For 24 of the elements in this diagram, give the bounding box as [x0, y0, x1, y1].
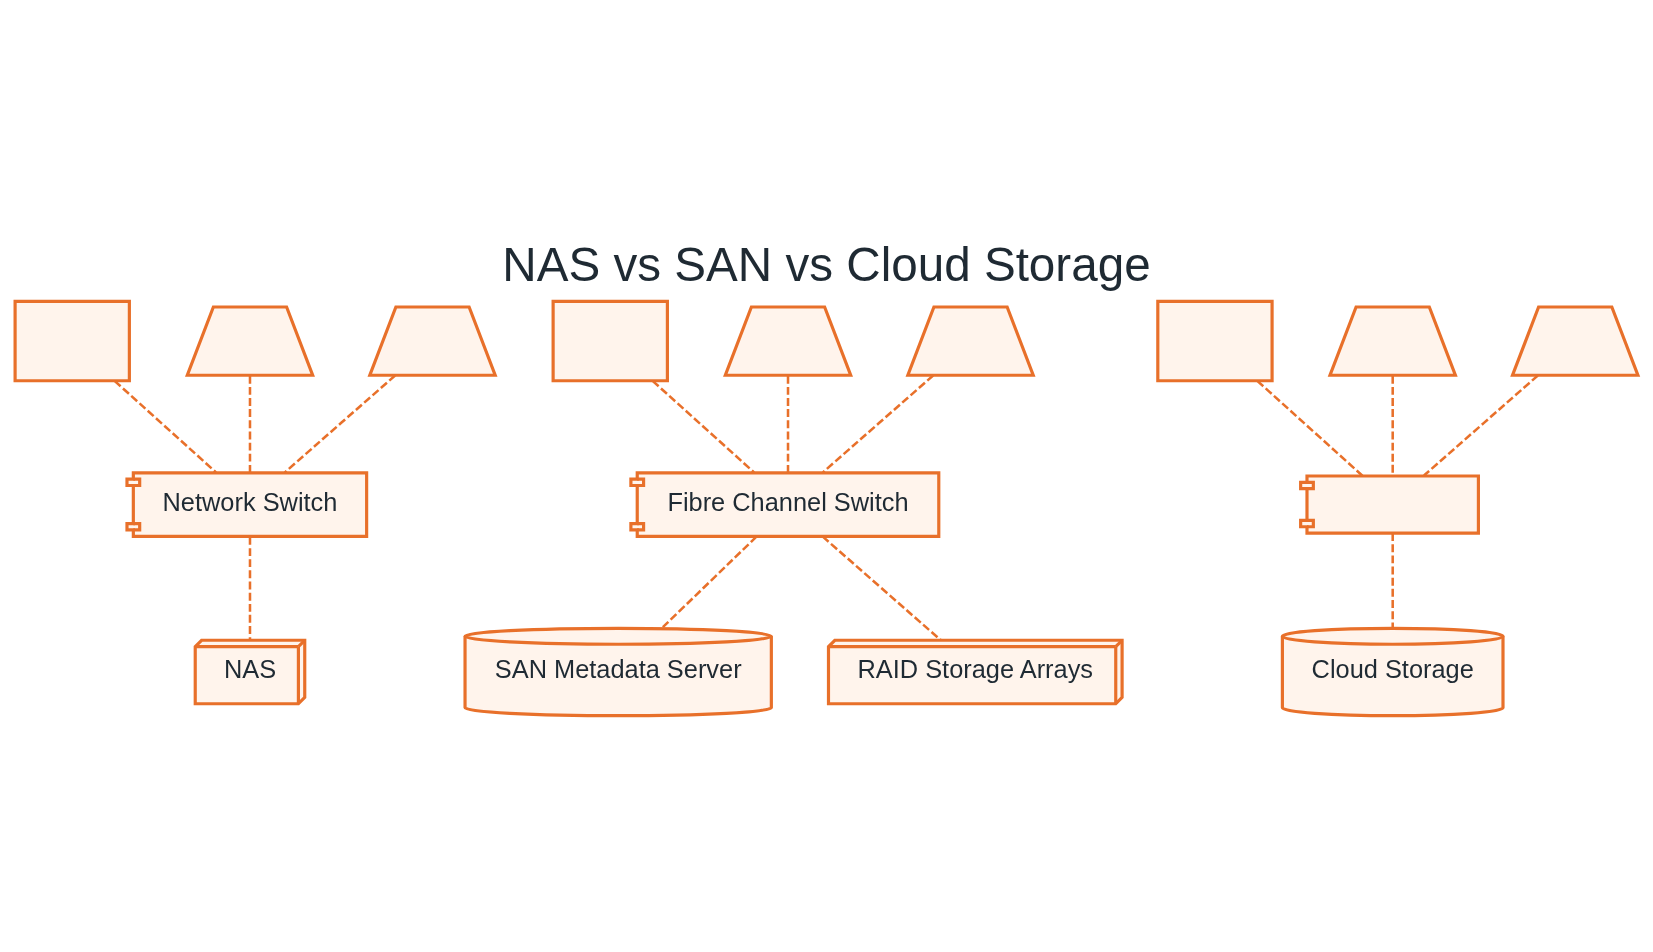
node-monitor: [13, 299, 131, 383]
connector: [786, 375, 790, 473]
connector: [1391, 533, 1394, 628]
connector: [1391, 375, 1394, 476]
node-laptop: [905, 305, 1036, 377]
connector: [821, 535, 942, 642]
node-laptop: [367, 305, 498, 377]
connector: [822, 374, 934, 474]
node-laptop: [1510, 305, 1641, 377]
diagram-title: NAS vs SAN vs Cloud Storage: [502, 237, 1151, 291]
connector: [660, 535, 758, 630]
node-switch: [1299, 474, 1480, 535]
connector: [1256, 380, 1364, 477]
connector: [652, 380, 755, 474]
node-laptop: [723, 305, 853, 377]
connector: [284, 374, 396, 474]
connector: [248, 375, 252, 473]
node-laptop: [1327, 305, 1458, 377]
connector: [1423, 374, 1539, 477]
connector: [248, 537, 252, 641]
node-monitor: [1156, 299, 1274, 383]
node-monitor: [551, 299, 669, 383]
connector: [113, 380, 217, 474]
node-laptop: [185, 305, 315, 377]
